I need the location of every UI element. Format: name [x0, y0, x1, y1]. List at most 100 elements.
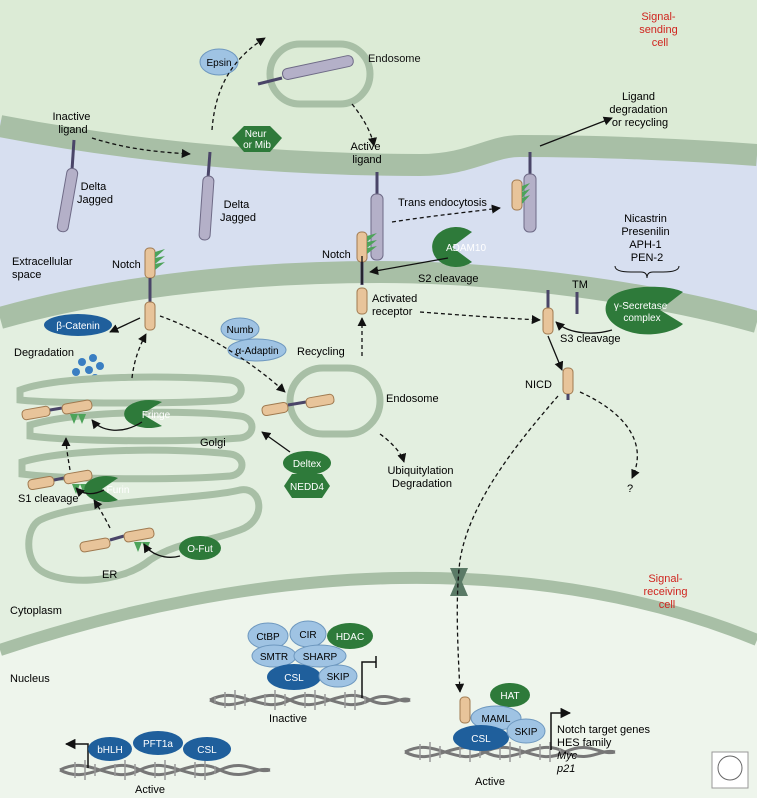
- arrow-to-beta-catenin: [109, 317, 141, 333]
- s2-cleavage-label: S2 cleavage: [418, 273, 479, 285]
- csl-inactive-label: CSL: [284, 673, 304, 684]
- question-mark: ?: [627, 483, 633, 495]
- fringe: [124, 400, 162, 428]
- cytoplasm-label: Cytoplasm: [10, 605, 62, 617]
- nuclear-pore: [450, 568, 468, 596]
- pft1a-label: PFT1a: [143, 739, 173, 750]
- skip-inactive-label: SKIP: [327, 672, 350, 683]
- notch-targets-label: Notch target genes HES family Myc p21: [556, 724, 653, 775]
- arrow-furin: [75, 487, 105, 498]
- active-bottom-label: Active: [135, 784, 165, 796]
- neur-mib: [232, 126, 282, 152]
- csh-logo-seal: [717, 755, 743, 781]
- arrow-trans-endocytosis: [391, 204, 501, 223]
- ligand2: [198, 175, 215, 241]
- csl-bottom: [183, 737, 231, 761]
- beta-catenin-label: β-Catenin: [56, 321, 100, 332]
- o-fut-label: O-Fut: [187, 544, 213, 555]
- bottom-promoter-arrow: [64, 738, 89, 768]
- signal-sending-label: Signal- sending cell: [639, 11, 681, 49]
- ligand1: [56, 167, 79, 233]
- arrow-nicd-unknown: [579, 391, 640, 479]
- sharp-label: SHARP: [303, 652, 338, 663]
- golgi-cisterna-1: [16, 373, 245, 407]
- sharp: [293, 644, 347, 668]
- endosome-mid: [286, 364, 384, 438]
- extracellular-label: Extracellular space: [12, 256, 76, 281]
- degradation-label: Degradation: [14, 347, 74, 359]
- trans-endocytosis-label: Trans endocytosis: [398, 197, 487, 209]
- arrow-golgi-to-membrane: [131, 333, 147, 379]
- fringe-label: Fringe: [142, 410, 171, 421]
- er-label: ER: [102, 569, 117, 581]
- inactive-ligand-label: Inactive ligand: [53, 111, 94, 136]
- inactive-promoter-block: [361, 656, 377, 698]
- golgi-cisterna-3: [18, 446, 246, 483]
- nicd: [562, 367, 574, 395]
- nicd-label: NICD: [525, 379, 552, 391]
- neur-mib-label: Neur or Mib: [243, 129, 271, 151]
- arrow-ofut: [143, 543, 181, 558]
- ligand3: [370, 193, 384, 261]
- csl-active: [453, 725, 509, 751]
- dna-active-right: [404, 742, 616, 762]
- ligand1-stalk: [70, 139, 76, 171]
- arrow-to-nicd: [547, 335, 564, 371]
- golgi-label: Golgi: [200, 437, 226, 449]
- arrow-to-endosome: [211, 37, 266, 131]
- notch-left-label: Notch: [112, 259, 141, 271]
- arrows: [61, 37, 640, 693]
- active-promoter-arrow: [550, 707, 572, 750]
- nucleus-label: Nucleus: [10, 673, 50, 685]
- hat: [490, 683, 530, 707]
- furin: [84, 476, 118, 502]
- csl-bottom-label: CSL: [197, 745, 217, 756]
- arrow-deltex: [261, 431, 291, 453]
- trans-notch-fragment: [511, 179, 523, 211]
- activated-receptor: [356, 287, 368, 315]
- skip-inactive: [318, 664, 358, 688]
- numb-label: Numb: [227, 325, 254, 336]
- notch-mid-egf: [367, 233, 377, 254]
- signal-receiving-label: Signal- receiving cell: [643, 573, 690, 611]
- csl-active-label: CSL: [471, 734, 491, 745]
- hat-label: HAT: [500, 691, 519, 702]
- notch-left-icd: [144, 301, 156, 331]
- endosome-receptor: [261, 393, 335, 417]
- trans-egf-repeats: [522, 183, 530, 204]
- arrow-endosome-to-active: [351, 103, 378, 147]
- endosome-ligand-stalk: [257, 76, 283, 86]
- maml-label: MAML: [482, 714, 511, 725]
- bhlh-label: bHLH: [97, 745, 123, 756]
- pft1a: [133, 731, 183, 755]
- arrow-s1-to-golgi: [61, 437, 71, 471]
- dna-inactive: [209, 690, 411, 710]
- endosome-mid-label: Endosome: [386, 393, 439, 405]
- epsin-label: Epsin: [206, 58, 231, 69]
- endosome-top-label: Endosome: [368, 53, 421, 65]
- ligand-degradation-label: Ligand degradation or recycling: [609, 91, 670, 129]
- tm-label: TM: [572, 279, 588, 291]
- arrow-gamma: [555, 321, 613, 334]
- epsin: [199, 48, 239, 76]
- activated-receptor-label: Activated receptor: [372, 293, 420, 318]
- furin-label: Furin: [107, 485, 130, 496]
- deltex-label: Deltex: [293, 459, 321, 470]
- gamma-secretase-label: γ-Secretase complex: [614, 301, 670, 324]
- csl-inactive: [267, 664, 321, 690]
- delta-jagged-1-label: Delta Jagged: [77, 181, 113, 206]
- gamma-secretase: [605, 286, 683, 335]
- sending-cell-bg: [0, 0, 757, 160]
- bhlh: [88, 737, 132, 761]
- ligand4: [523, 173, 537, 233]
- nicastrin-group-label: Nicastrin Presenilin APH-1 PEN-2: [621, 213, 672, 264]
- arrow-adam10: [369, 257, 449, 276]
- adam10: [432, 227, 472, 267]
- nicd-nuclear: [459, 696, 471, 724]
- sending-membrane: [0, 115, 757, 177]
- golgi-receptors: [21, 399, 155, 553]
- ctbp-label: CtBP: [256, 632, 280, 643]
- recycling-label: Recycling: [297, 346, 345, 358]
- skip-active: [506, 718, 546, 744]
